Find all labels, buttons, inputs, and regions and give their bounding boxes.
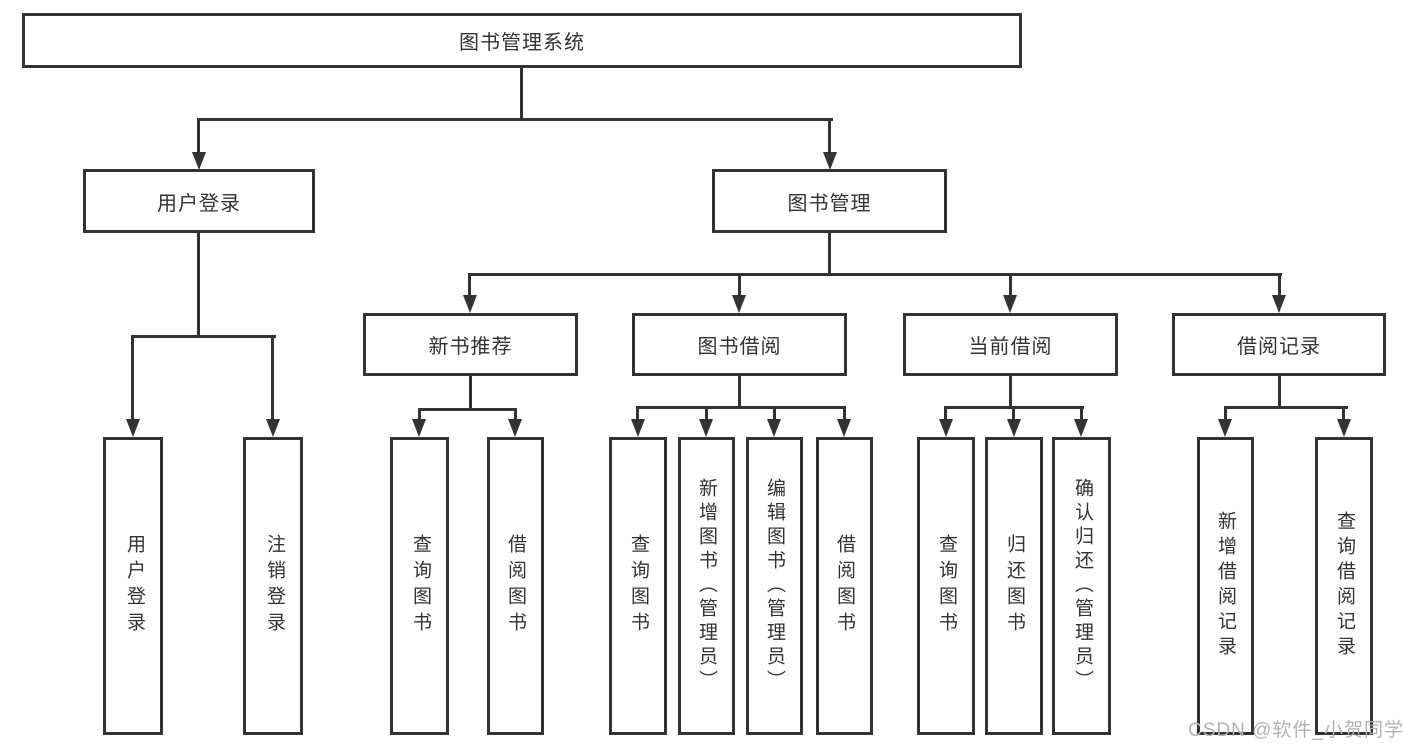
node-label: 图书管理系统 bbox=[459, 32, 585, 54]
node-label: 新书推荐 bbox=[428, 336, 513, 358]
connector-line bbox=[1224, 406, 1227, 419]
csdn-watermark: CSDN @软件_小贺同学 bbox=[1188, 720, 1404, 741]
connector-line bbox=[1080, 406, 1083, 419]
node-label: 确认归还（管理员） bbox=[1072, 478, 1093, 694]
node-cb-confirm-return: 确认归还（管理员） bbox=[1052, 437, 1111, 735]
arrow-down-icon bbox=[1218, 419, 1232, 437]
connector-line bbox=[705, 406, 708, 419]
node-label: 新增图书（管理员） bbox=[696, 478, 717, 694]
node-label: 借阅图书 bbox=[834, 534, 855, 638]
connector-line bbox=[197, 233, 200, 335]
connector-line bbox=[944, 406, 947, 419]
node-br-new-record: 新增借阅记录 bbox=[1197, 437, 1254, 735]
node-label: 查询图书 bbox=[936, 534, 957, 638]
connector-line bbox=[1009, 273, 1012, 295]
node-book-borrow: 图书借阅 bbox=[632, 313, 847, 376]
connector-line bbox=[271, 335, 274, 419]
connector-line bbox=[469, 376, 472, 408]
node-label: 查询借阅记录 bbox=[1334, 511, 1355, 661]
arrow-down-icon bbox=[1007, 419, 1021, 437]
node-current-borrow: 当前借阅 bbox=[903, 313, 1118, 376]
connector-line bbox=[843, 406, 846, 419]
connector-line bbox=[738, 273, 741, 295]
node-cb-return-book: 归还图书 bbox=[985, 437, 1043, 735]
node-nbr-borrow-book: 借阅图书 bbox=[487, 437, 544, 735]
node-cb-query-book: 查询图书 bbox=[917, 437, 975, 735]
arrow-down-icon bbox=[837, 419, 851, 437]
connector-line bbox=[1342, 406, 1345, 419]
node-user-login-leaf: 用户登录 bbox=[103, 437, 163, 735]
node-nbr-query-book: 查询图书 bbox=[390, 437, 449, 735]
connector-line bbox=[418, 408, 517, 411]
node-bb-edit-book: 编辑图书（管理员） bbox=[746, 437, 803, 735]
node-label: 图书管理 bbox=[787, 192, 872, 215]
node-label: 当前借阅 bbox=[968, 336, 1053, 358]
arrow-down-icon bbox=[463, 295, 477, 313]
node-logout: 注销登录 bbox=[243, 437, 303, 735]
arrow-down-icon bbox=[631, 419, 645, 437]
connector-line bbox=[1278, 376, 1281, 406]
arrow-down-icon bbox=[732, 295, 746, 313]
node-bb-borrow-book: 借阅图书 bbox=[816, 437, 873, 735]
connector-line bbox=[131, 335, 134, 419]
connector-line bbox=[197, 118, 200, 152]
arrow-down-icon bbox=[1003, 295, 1017, 313]
connector-line bbox=[828, 118, 831, 152]
connector-line bbox=[131, 335, 276, 338]
arrow-down-icon bbox=[266, 419, 280, 437]
node-book-management: 图书管理 bbox=[712, 169, 947, 233]
node-br-query-record: 查询借阅记录 bbox=[1315, 437, 1373, 735]
arrow-down-icon bbox=[508, 419, 522, 437]
node-label: 借阅图书 bbox=[505, 534, 526, 638]
node-label: 图书借阅 bbox=[697, 336, 782, 358]
arrow-down-icon bbox=[192, 152, 206, 170]
connector-line bbox=[636, 406, 639, 419]
connector-line bbox=[418, 408, 421, 419]
connector-line bbox=[773, 406, 776, 419]
node-label: 新增借阅记录 bbox=[1215, 511, 1236, 661]
connector-line bbox=[738, 376, 741, 406]
connector-line bbox=[520, 68, 523, 118]
connector-line bbox=[197, 118, 833, 121]
node-user-login: 用户登录 bbox=[83, 169, 315, 233]
arrow-down-icon bbox=[412, 419, 426, 437]
arrow-down-icon bbox=[823, 152, 837, 170]
node-bb-query-book: 查询图书 bbox=[609, 437, 667, 735]
connector-line bbox=[514, 408, 517, 419]
arrow-down-icon bbox=[1074, 419, 1088, 437]
arrow-down-icon bbox=[767, 419, 781, 437]
node-new-book-recommend: 新书推荐 bbox=[363, 313, 578, 376]
connector-line bbox=[1278, 273, 1281, 295]
connector-line bbox=[636, 406, 846, 409]
connector-line bbox=[468, 273, 1282, 276]
node-label: 注销登录 bbox=[264, 534, 285, 638]
node-label: 查询图书 bbox=[628, 534, 649, 638]
arrow-down-icon bbox=[1337, 419, 1351, 437]
arrow-down-icon bbox=[699, 419, 713, 437]
node-label: 归还图书 bbox=[1004, 534, 1025, 638]
node-label: 编辑图书（管理员） bbox=[764, 478, 785, 694]
node-label: 查询图书 bbox=[410, 534, 431, 638]
node-borrow-record: 借阅记录 bbox=[1172, 313, 1386, 376]
node-label: 用户登录 bbox=[157, 192, 241, 215]
node-label: 借阅记录 bbox=[1237, 336, 1321, 358]
connector-line bbox=[1009, 376, 1012, 406]
arrow-down-icon bbox=[939, 419, 953, 437]
connector-line bbox=[1012, 406, 1015, 419]
arrow-down-icon bbox=[126, 419, 140, 437]
node-library-management-system: 图书管理系统 bbox=[22, 13, 1022, 68]
arrow-down-icon bbox=[1272, 295, 1286, 313]
connector-line bbox=[1224, 406, 1348, 409]
connector-line bbox=[828, 233, 831, 273]
connector-line bbox=[468, 273, 471, 295]
node-bb-add-book: 新增图书（管理员） bbox=[678, 437, 735, 735]
node-label: 用户登录 bbox=[124, 534, 145, 638]
